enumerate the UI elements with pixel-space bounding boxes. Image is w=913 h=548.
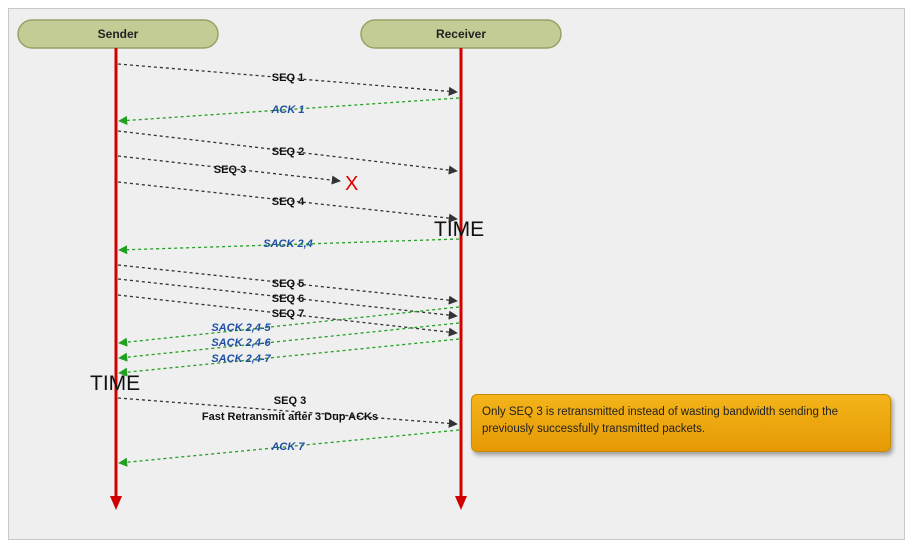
seq5-label: SEQ 5 <box>272 278 304 290</box>
seq1-arrow <box>117 63 458 96</box>
sender-label: Sender <box>98 27 139 41</box>
sack-2-4-7-label: SACK 2,4-7 <box>211 353 271 365</box>
seq3-label: SEQ 3 <box>214 164 246 176</box>
sender-time-label: TIME <box>90 372 140 395</box>
ack7-arrow <box>118 429 460 467</box>
sender-participant: Sender <box>17 19 219 49</box>
seq1-label: SEQ 1 <box>272 72 304 84</box>
receiver-time-label: TIME <box>434 218 484 241</box>
seq7-arrow <box>117 294 458 337</box>
sack-2-4-label: SACK 2,4 <box>263 238 313 250</box>
seq3-arrow <box>117 155 341 185</box>
sack-2-4-6-arrow <box>118 322 460 362</box>
seq3-retransmit-label: SEQ 3 <box>274 395 306 407</box>
seq4-arrow <box>117 181 458 223</box>
lost-packet-x: X <box>345 173 358 195</box>
ack7-label: ACK 7 <box>270 441 305 453</box>
sack-2-4-5-label: SACK 2,4-5 <box>211 322 271 334</box>
receiver-lifeline-arrowhead <box>455 496 467 510</box>
sack-2-4-7-arrow <box>118 338 460 377</box>
ack1-arrow <box>118 97 460 125</box>
seq7-label: SEQ 7 <box>272 308 304 320</box>
fast-retransmit-caption: Fast Retransmit after 3 Dup ACKs <box>202 411 378 423</box>
seq2-label: SEQ 2 <box>272 146 304 158</box>
seq2-arrow <box>117 130 458 175</box>
ack1-label: ACK 1 <box>270 104 304 116</box>
seq4-label: SEQ 4 <box>272 196 305 208</box>
seq6-label: SEQ 6 <box>272 293 304 305</box>
sack-2-4-arrow <box>118 238 460 255</box>
sack-2-4-5-arrow <box>118 306 460 347</box>
retransmit-note: Only SEQ 3 is retransmitted instead of w… <box>471 394 891 452</box>
receiver-label: Receiver <box>436 27 486 41</box>
seq3-retransmit-arrow <box>117 397 458 428</box>
seq5-arrow <box>117 264 458 305</box>
sender-lifeline-arrowhead <box>110 496 122 510</box>
seq6-arrow <box>117 278 458 320</box>
sack-2-4-6-label: SACK 2,4-6 <box>211 337 271 349</box>
receiver-participant: Receiver <box>360 19 562 49</box>
